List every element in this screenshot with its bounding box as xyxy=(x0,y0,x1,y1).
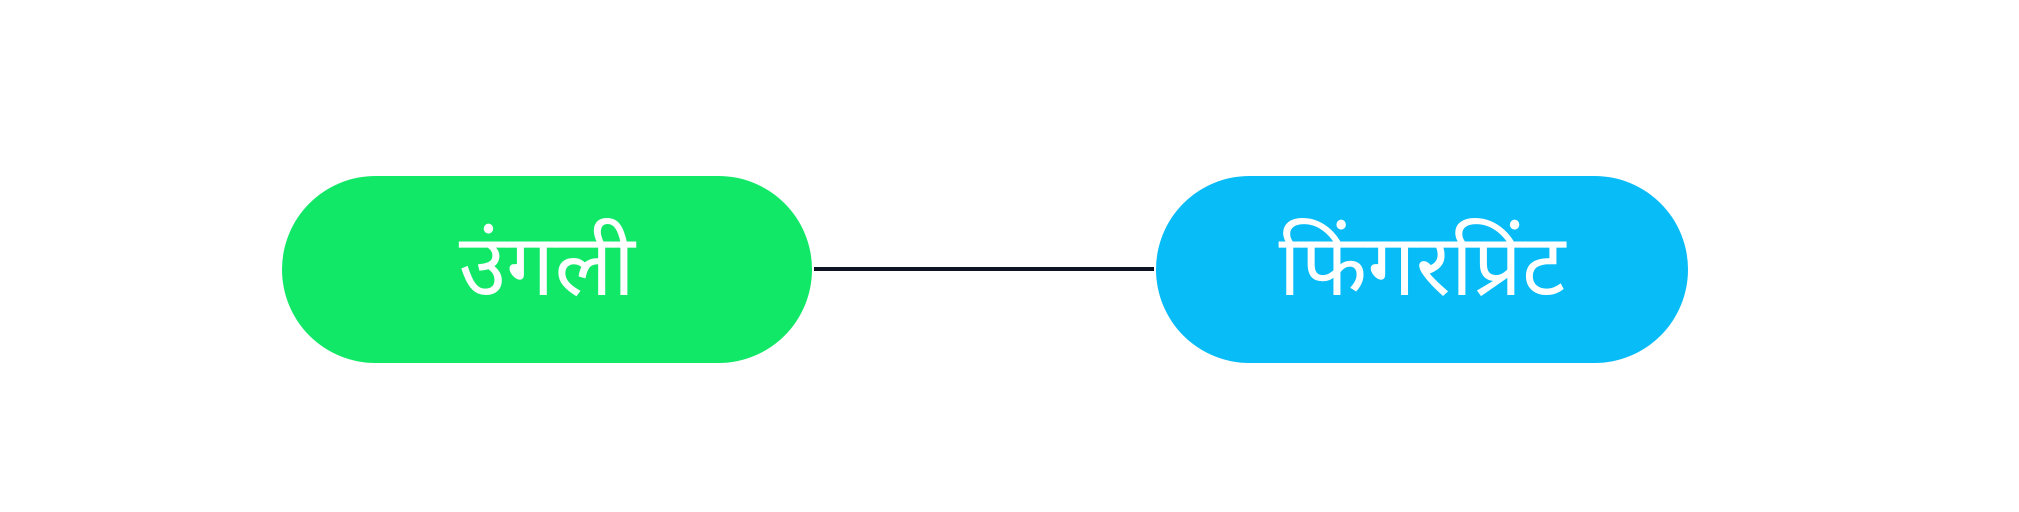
node-fingerprint-label: फिंगरप्रिंट xyxy=(1278,215,1566,316)
node-fingerprint: फिंगरप्रिंट xyxy=(1156,176,1688,363)
node-finger: उंगली xyxy=(282,176,812,363)
node-finger-label: उंगली xyxy=(458,215,636,316)
